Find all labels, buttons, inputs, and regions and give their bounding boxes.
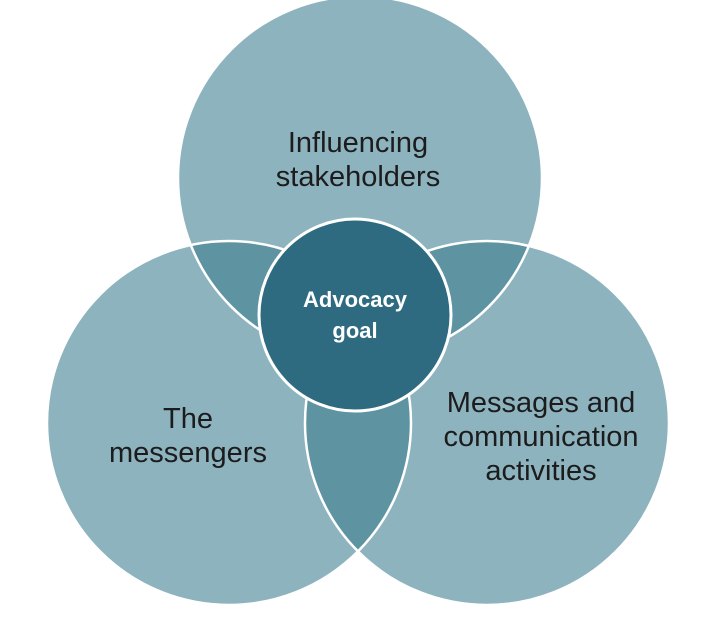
label-influencing-stakeholders: Influencing stakeholders <box>276 126 440 194</box>
label-left-line-2: messengers <box>109 437 267 469</box>
center-line-2: goal <box>332 318 378 343</box>
label-messages-and-communication: Messages and communication activities <box>443 386 638 488</box>
label-the-messengers: The messengers <box>109 402 267 470</box>
center-circle <box>257 217 453 413</box>
label-advocacy-goal: Advocacy goal <box>303 284 407 346</box>
label-top-line-1: Influencing <box>287 127 429 159</box>
label-right-line-1: Messages and <box>446 387 636 419</box>
label-right-line-2: communication <box>443 421 639 453</box>
label-left-line-1: The <box>163 403 213 435</box>
label-top-line-2: stakeholders <box>275 161 441 193</box>
center-line-1: Advocacy <box>303 287 407 312</box>
outline-right <box>303 239 671 607</box>
outline-left <box>45 239 413 607</box>
label-right-line-3: activities <box>485 455 597 487</box>
